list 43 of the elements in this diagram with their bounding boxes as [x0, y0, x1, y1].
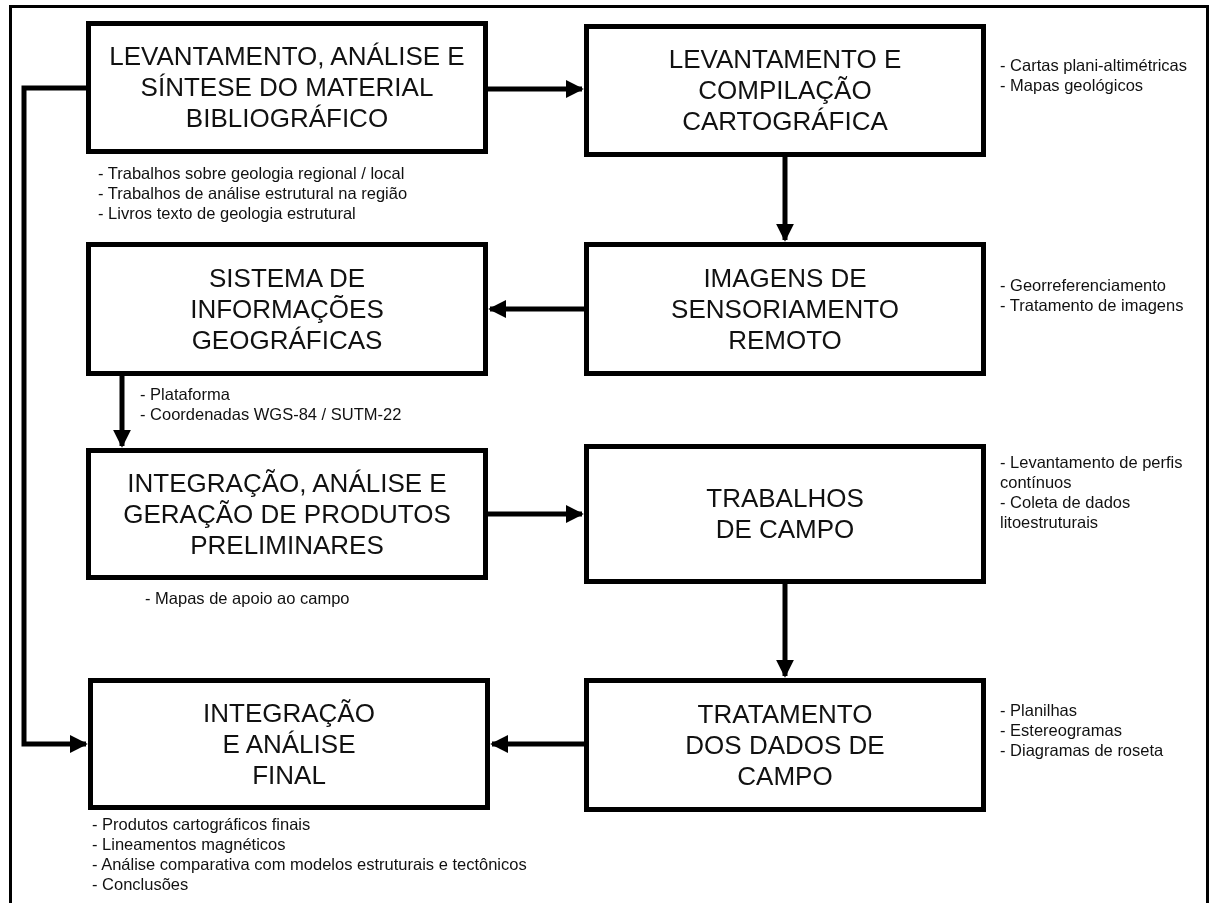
process-box [584, 24, 986, 157]
note-text: - Coleta de dados litoestruturais [1000, 492, 1132, 532]
box-title: TRATAMENTO DOS DADOS DE CAMPO [684, 698, 886, 792]
note-text: - Trabalhos de análise estrutural na região [98, 183, 408, 203]
note-text: - Estereogramas [1000, 720, 1123, 740]
note-text: - Lineamentos magnéticos [92, 834, 287, 854]
note-text: - Mapas geológicos [1000, 75, 1145, 95]
process-box [584, 678, 986, 812]
process-box [86, 448, 488, 580]
arrow [490, 735, 584, 753]
box-title: INTEGRAÇÃO, ANÁLISE E GERAÇÃO DE PRODUTOS PRELIMINARES [122, 467, 452, 561]
note-text: - Produtos cartográficos finais [92, 814, 312, 834]
note-text: - Diagramas de roseta [1000, 740, 1164, 760]
box-title: INTEGRAÇÃO E ANÁLISE FINAL [202, 697, 376, 791]
box-title: LEVANTAMENTO, ANÁLISE E SÍNTESE DO MATERIAL BIBLIOGRÁFICO [108, 41, 466, 134]
note-text: - Trabalhos sobre geologia regional / local [98, 163, 406, 183]
process-box [88, 678, 490, 810]
process-box [584, 242, 986, 376]
arrow [488, 505, 584, 523]
arrow [488, 300, 584, 318]
note-text: - Conclusões [92, 874, 190, 894]
box-title: SISTEMA DE INFORMAÇÕES GEOGRÁFICAS [189, 262, 385, 356]
note-text: - Cartas plani-altimétricas [1000, 55, 1188, 75]
box-title: IMAGENS DE SENSORIAMENTO REMOTO [670, 262, 900, 356]
note-text: - Planilhas [1000, 700, 1079, 720]
note-text: - Tratamento de imagens [1000, 295, 1184, 315]
arrow [776, 584, 794, 678]
note-text: - Plataforma [140, 384, 231, 404]
note-text: - Análise comparativa com modelos estruturais e tectônicos [92, 854, 527, 874]
arrow [113, 376, 131, 448]
process-box [86, 242, 488, 376]
note-text: - Livros texto de geologia estrutural [98, 203, 357, 223]
process-box [584, 444, 986, 584]
note-text: - Coordenadas WGS-84 / SUTM-22 [140, 404, 402, 424]
arrow [776, 157, 794, 242]
note-text: - Mapas de apoio ao campo [145, 588, 350, 608]
box-title: LEVANTAMENTO E COMPILAÇÃO CARTOGRÁFICA [667, 44, 903, 137]
process-box [86, 21, 488, 154]
arrow [488, 80, 584, 98]
note-text: - Georreferenciamento [1000, 275, 1167, 295]
note-text: - Levantamento de perfis contínuos [1000, 452, 1184, 492]
arrow [21, 85, 88, 753]
box-title: TRABALHOS DE CAMPO [705, 483, 865, 545]
